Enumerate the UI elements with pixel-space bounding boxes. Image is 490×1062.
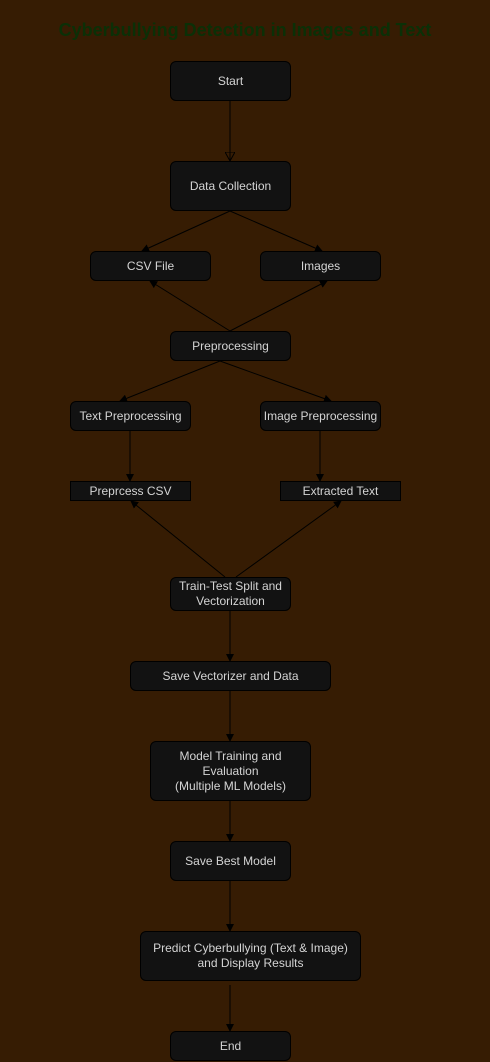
- node-predict: Predict Cyberbullying (Text & Image) and…: [140, 931, 361, 981]
- node-start: Start: [170, 61, 291, 101]
- edge-train-test-to-preprocess-csv: [130, 500, 226, 578]
- edge-preprocessing-to-text-preprocessing: [119, 360, 221, 403]
- edge-preprocessing-to-image-preprocessing: [219, 360, 332, 403]
- diagram-title: Cyberbullying Detection in Images and Te…: [58, 20, 432, 40]
- node-data-collection: Data Collection: [170, 161, 291, 211]
- node-preprocess-csv: Preprcess CSV: [70, 481, 191, 501]
- node-model-training: Model Training and Evaluation (Multiple …: [150, 741, 311, 801]
- edge-data-collection-to-images: [229, 210, 323, 252]
- node-extracted-text: Extracted Text: [280, 481, 401, 501]
- node-train-test-split: Train-Test Split and Vectorization: [170, 577, 291, 611]
- edge-preprocessing-to-csv: [149, 280, 231, 332]
- node-preprocessing: Preprocessing: [170, 331, 291, 361]
- node-csv-file: CSV File: [90, 251, 211, 281]
- node-images: Images: [260, 251, 381, 281]
- edge-train-test-to-extracted-text: [235, 500, 342, 578]
- node-text-preprocessing: Text Preprocessing: [70, 401, 191, 431]
- edge-data-collection-to-csv: [141, 210, 231, 252]
- node-save-best-model: Save Best Model: [170, 841, 291, 881]
- node-end: End: [170, 1031, 291, 1061]
- node-save-vectorizer: Save Vectorizer and Data: [130, 661, 331, 691]
- edge-preprocessing-to-images: [229, 280, 328, 332]
- node-image-preprocessing: Image Preprocessing: [260, 401, 381, 431]
